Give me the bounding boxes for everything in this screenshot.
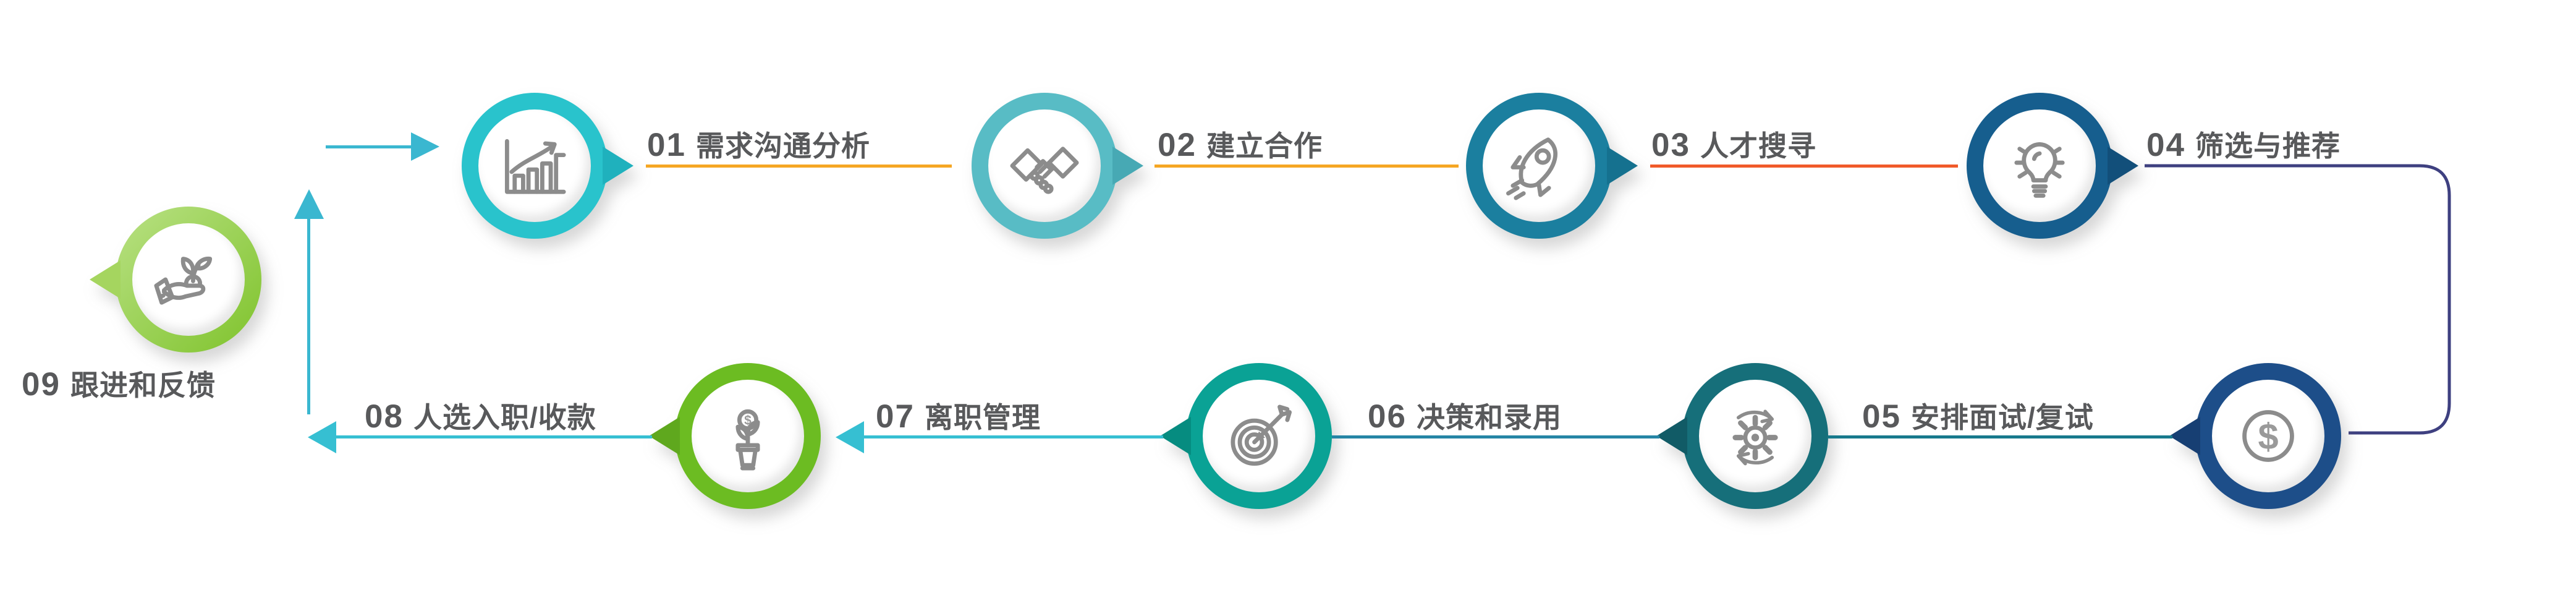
notch-icon: [2108, 147, 2138, 185]
step-08-label: 08 人选入职/收款: [365, 400, 596, 434]
step-07-circle: [1160, 363, 1332, 509]
left-arrow-head-icon: [836, 421, 864, 453]
notch-icon: [649, 417, 680, 455]
underline-02: [1155, 165, 1459, 168]
step-09-label: 09 跟进和反馈: [22, 368, 216, 402]
notch-icon: [603, 147, 633, 185]
segment-line-06: [1332, 435, 1659, 438]
step-number: 06: [1368, 398, 1407, 435]
gear-sync-icon: [1732, 409, 1778, 466]
step-09-circle: [90, 207, 261, 353]
step-04-label: 04 筛选与推荐: [2146, 129, 2341, 163]
step-number: 03: [1651, 127, 1690, 163]
rocket-icon: [1506, 137, 1558, 200]
step-number: 02: [1158, 127, 1197, 163]
up-arrow-line: [307, 218, 310, 414]
left-arrow-head-icon: [308, 421, 336, 453]
step-number: 07: [876, 398, 915, 435]
notch-icon: [1607, 147, 1638, 185]
notch-icon: [1656, 417, 1687, 455]
step-title: 跟进和反馈: [70, 369, 216, 401]
loop-connector-04-to-05: [2145, 164, 2451, 435]
step-06-label: 06 决策和录用: [1368, 400, 1562, 434]
segment-line-07: [863, 435, 1163, 438]
step-03-circle: [1466, 93, 1638, 239]
step-07-label: 07 离职管理: [876, 400, 1041, 434]
right-arrow-head-icon: [411, 132, 439, 161]
notch-icon: [2169, 417, 2200, 455]
lightbulb-icon: [2014, 142, 2065, 198]
step-number: 09: [22, 366, 61, 403]
target-arrow-icon: [1231, 404, 1292, 466]
dollar-coin-icon: $: [2242, 410, 2294, 462]
up-arrow-head-icon: [294, 189, 324, 219]
step-04-circle: [1967, 93, 2138, 239]
step-number: 08: [365, 398, 404, 435]
svg-text:$: $: [2258, 416, 2278, 457]
step-title: 人才搜寻: [1700, 130, 1816, 162]
notch-icon: [1112, 147, 1143, 185]
step-03-label: 03 人才搜寻: [1651, 129, 1816, 163]
step-02-label: 02 建立合作: [1158, 129, 1323, 163]
step-title: 建立合作: [1206, 130, 1323, 162]
step-number: 01: [647, 127, 686, 163]
step-title: 筛选与推荐: [2195, 130, 2341, 162]
svg-text:$: $: [744, 413, 752, 427]
notch-icon: [90, 260, 121, 299]
money-plant-icon: $: [735, 409, 760, 471]
step-02-circle: [972, 93, 1143, 239]
right-arrow-line: [326, 145, 411, 148]
step-06-circle: [1656, 363, 1828, 509]
segment-line-08: [335, 435, 652, 438]
notch-icon: [1160, 417, 1191, 455]
underline-03: [1650, 165, 1958, 168]
underline-01: [646, 165, 952, 168]
step-title: 人选入职/收款: [413, 401, 596, 434]
step-05-circle: $: [2169, 363, 2341, 509]
sprout-hand-icon: [154, 256, 213, 305]
growth-chart-icon: [504, 139, 566, 194]
handshake-icon: [1010, 147, 1079, 194]
step-number: 04: [2146, 127, 2185, 163]
step-08-circle: $: [649, 363, 821, 509]
step-title: 需求沟通分析: [695, 130, 870, 162]
step-05-label: 05 安排面试/复试: [1862, 400, 2094, 434]
step-title: 离职管理: [924, 401, 1041, 434]
step-01-label: 01 需求沟通分析: [647, 129, 870, 163]
step-title: 安排面试/复试: [1910, 401, 2094, 434]
step-01-circle: [462, 93, 633, 239]
step-title: 决策和录用: [1416, 401, 1562, 434]
segment-line-05: [1828, 435, 2172, 438]
step-number: 05: [1862, 398, 1901, 435]
